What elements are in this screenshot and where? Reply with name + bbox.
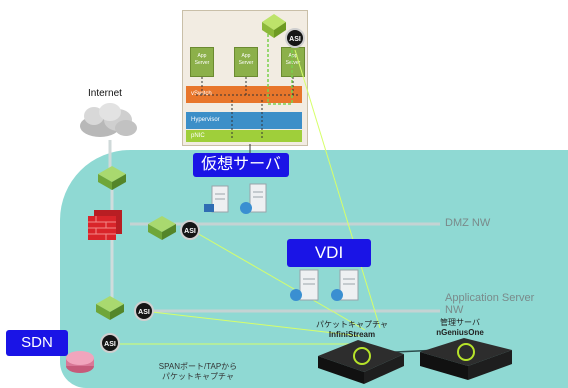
app-server-label: Server (194, 60, 210, 66)
switch-icon (96, 296, 124, 320)
span-capture-label-line1: SPANポート/TAPから (158, 362, 238, 371)
vtap-green-path (267, 34, 293, 105)
internet-label: Internet (88, 88, 122, 99)
globe-icon (331, 289, 343, 301)
server-icon (299, 269, 319, 301)
app-server-label: Server (238, 60, 254, 66)
server-icon (211, 185, 229, 213)
app-server-label: Server (285, 60, 301, 66)
app-server-nw-label-line2: NW (445, 304, 464, 316)
switch-icon (98, 166, 126, 190)
packet-capture-label-line1: パケットキャプチャ (316, 320, 388, 329)
hypervisor-bar: Hypervisor (186, 112, 302, 129)
app-server-nw-label: Application Server NW (445, 292, 534, 316)
app-server-1: App Server (190, 47, 214, 77)
app-server-3: App Server (281, 47, 305, 77)
pnic-bar: pNIC (186, 130, 302, 142)
cloud-icon (80, 103, 137, 137)
app-server-label: App (288, 53, 298, 59)
globe-icon (290, 289, 302, 301)
monitor-icon (204, 204, 214, 212)
server-icon (249, 183, 267, 213)
switch-icon (148, 216, 176, 240)
sdn-label: SDN (6, 330, 68, 356)
span-capture-label: SPANポート/TAPから パケットキャプチャ (150, 362, 246, 382)
capture-line (151, 311, 361, 337)
packet-capture-label-line2: InfiniStream (328, 330, 376, 339)
asi-badge: ASI (180, 220, 200, 240)
vdi-label: VDI (287, 239, 371, 267)
span-capture-label-line2: パケットキャプチャ (162, 372, 234, 381)
app-server-nw-label-line1: Application Server (445, 292, 535, 304)
capture-line (294, 49, 381, 329)
dmz-nw-label: DMZ NW (445, 217, 491, 229)
infinistream-appliance-icon (318, 340, 404, 384)
globe-icon (240, 202, 252, 214)
router-icon (66, 351, 94, 373)
virtual-server-label: 仮想サーバ (193, 153, 289, 177)
virtual-probe-icon (262, 14, 286, 38)
app-server-label: App (197, 53, 207, 59)
firewall-icon (88, 210, 122, 240)
capture-line (189, 228, 366, 331)
app-server-2: App Server (234, 47, 258, 77)
asi-badge: ASI (100, 333, 120, 353)
server-icon (339, 269, 359, 301)
ngeniusone-appliance-icon (420, 338, 512, 380)
app-server-label: App (241, 53, 251, 59)
mgmt-server-label-line1: 管理サーバ (440, 318, 480, 327)
mgmt-server-label: 管理サーバ nGeniusOne (412, 318, 508, 338)
mgmt-server-label-line2: nGeniusOne (436, 328, 484, 337)
packet-capture-label: パケットキャプチャ InfiniStream (300, 320, 404, 340)
asi-badge: ASI (285, 28, 305, 48)
asi-badge: ASI (134, 301, 154, 321)
